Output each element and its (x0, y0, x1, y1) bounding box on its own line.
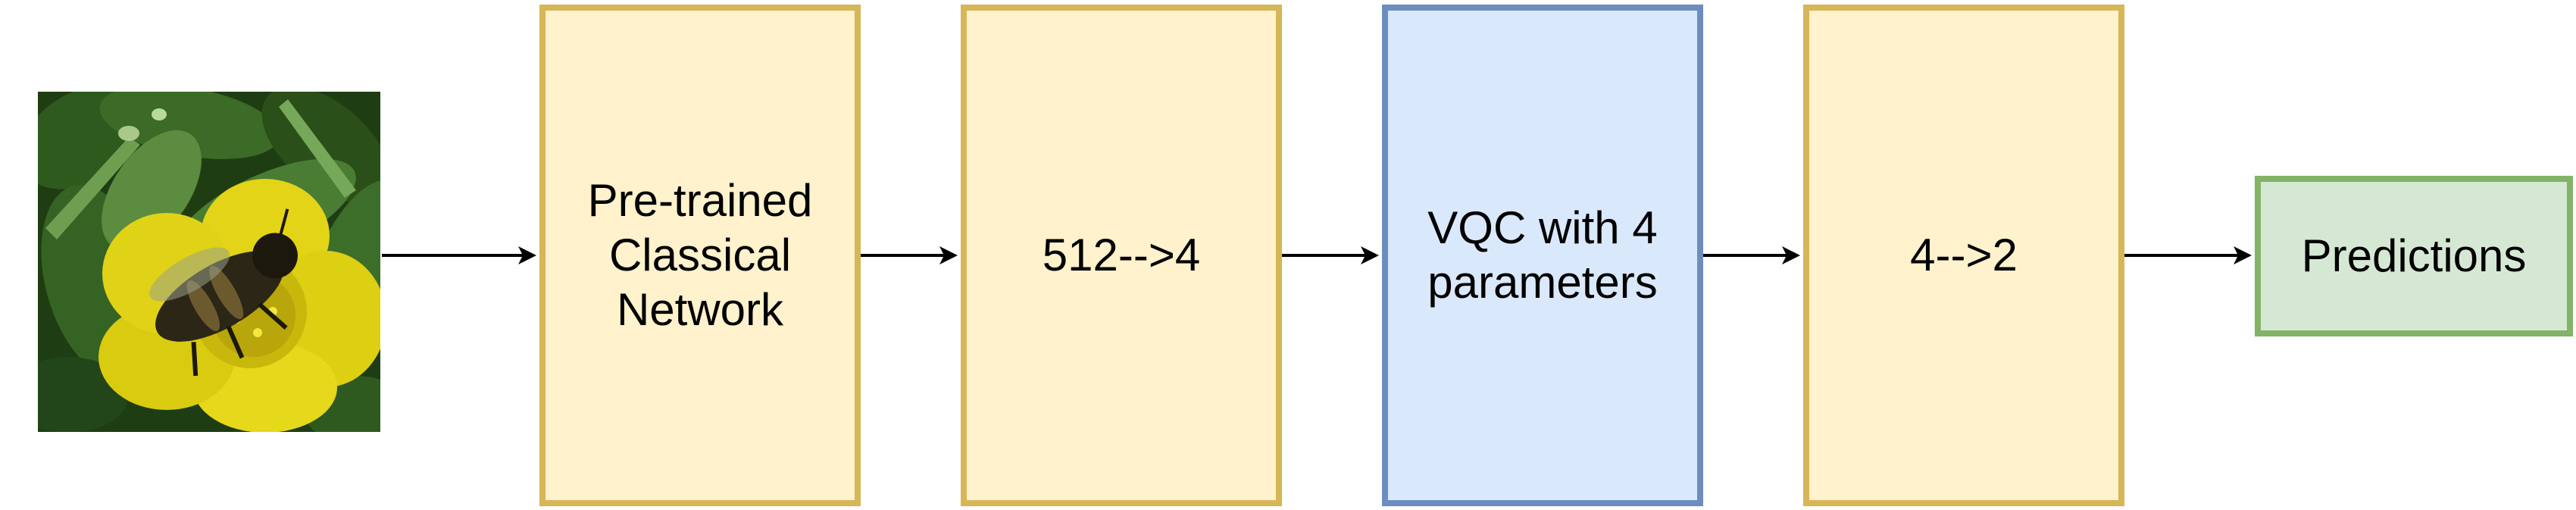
input-image-bee-on-flower (38, 92, 380, 432)
reduce-layer-label: 512-->4 (1042, 230, 1201, 280)
predictions-box: Predictions (2255, 176, 2573, 336)
expand-layer-box: 4-->2 (1803, 5, 2124, 506)
vqc-label: VQC with 4 parameters (1427, 202, 1658, 308)
bee-icon (149, 208, 298, 377)
expand-layer-label: 4-->2 (1910, 230, 2018, 280)
pretrained-classical-network-box: Pre-trained Classical Network (539, 5, 861, 506)
pretrained-classical-network-label: Pre-trained Classical Network (587, 175, 813, 335)
reduce-layer-box: 512-->4 (961, 5, 1282, 506)
predictions-label: Predictions (2301, 230, 2527, 281)
vqc-box: VQC with 4 parameters (1382, 5, 1703, 506)
